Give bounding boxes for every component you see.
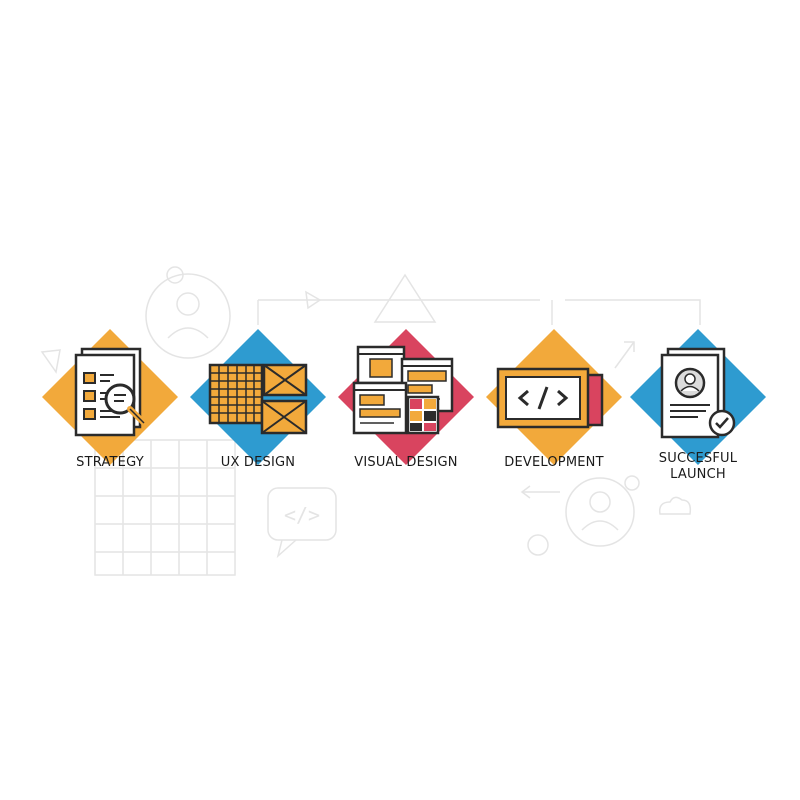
code-window-icon <box>486 329 622 465</box>
step-visual-design: VISUAL DESIGN <box>336 327 476 527</box>
step-label: VISUAL DESIGN <box>354 455 458 470</box>
wireframe-grid-icon <box>190 329 326 465</box>
step-development: DEVELOPMENT <box>484 327 624 527</box>
document-magnifier-icon <box>42 329 178 465</box>
layout-windows-icon <box>338 329 474 465</box>
profile-check-icon <box>630 329 766 465</box>
step-label-line-1: SUCCESFUL <box>658 451 738 466</box>
step-label: STRATEGY <box>76 455 144 470</box>
svg-text:</>: </> <box>284 503 320 527</box>
step-label: DEVELOPMENT <box>504 455 604 470</box>
step-label-line-2: LAUNCH <box>670 467 726 482</box>
step-strategy: STRATEGY <box>40 327 180 527</box>
step-label: UX DESIGN <box>220 455 296 470</box>
step-successful-launch: SUCCESFUL LAUNCH <box>628 327 768 527</box>
step-label: SUCCESFUL LAUNCH <box>618 451 778 483</box>
step-ux-design: UX DESIGN <box>188 327 328 527</box>
